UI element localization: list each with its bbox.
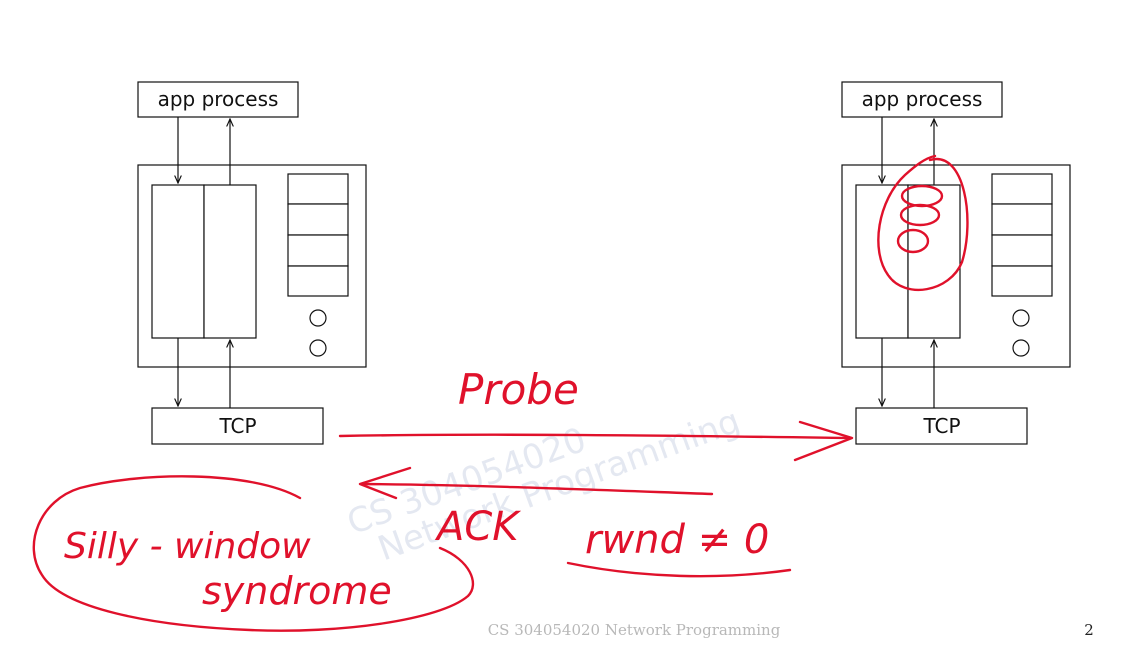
left-host: app process TCP [137, 81, 367, 445]
ink-annotations: Probe ACK rwnd ≠ 0 Silly - window syndro… [32, 154, 969, 632]
right-segment-queue [991, 173, 1053, 297]
left-app-process-box [137, 81, 299, 118]
probe-arrow [338, 433, 850, 440]
right-app-process-box [841, 81, 1003, 118]
ack-text: ACK [434, 504, 521, 550]
probe-text: Probe [458, 365, 579, 414]
ack-arrowhead [358, 466, 412, 500]
silly-window-text: Silly - window [64, 526, 311, 567]
right-indicator-circle [1012, 339, 1030, 357]
right-tcp-label: TCP [922, 414, 960, 438]
left-segment-queue [287, 173, 349, 297]
footer-text: CS 304054020 Network Programming [488, 621, 781, 639]
right-tcp-box [855, 407, 1028, 445]
page-number: 2 [1084, 621, 1094, 639]
left-tcp-label: TCP [218, 414, 256, 438]
left-send-buffer [151, 184, 205, 339]
buffer-scribble [877, 154, 969, 291]
ack-arrow [360, 482, 714, 496]
probe-arrowhead [793, 420, 854, 462]
left-indicator-circle [309, 339, 327, 357]
left-tcp-box [151, 407, 324, 445]
right-indicator-circle [1012, 309, 1030, 327]
silly-window-loop [32, 475, 474, 632]
right-receive-buffer [907, 184, 961, 339]
buffer-scribble [896, 228, 930, 254]
left-receive-buffer [203, 184, 257, 339]
syndrome-text: syndrome [202, 569, 392, 613]
right-app-process-label: app process [862, 87, 983, 111]
left-indicator-circle [309, 309, 327, 327]
rwnd-underline [566, 561, 792, 578]
right-host: app process TCP [841, 81, 1071, 445]
rwnd-text: rwnd ≠ 0 [585, 517, 769, 563]
left-app-process-label: app process [158, 87, 279, 111]
buffer-scribble [899, 203, 941, 227]
